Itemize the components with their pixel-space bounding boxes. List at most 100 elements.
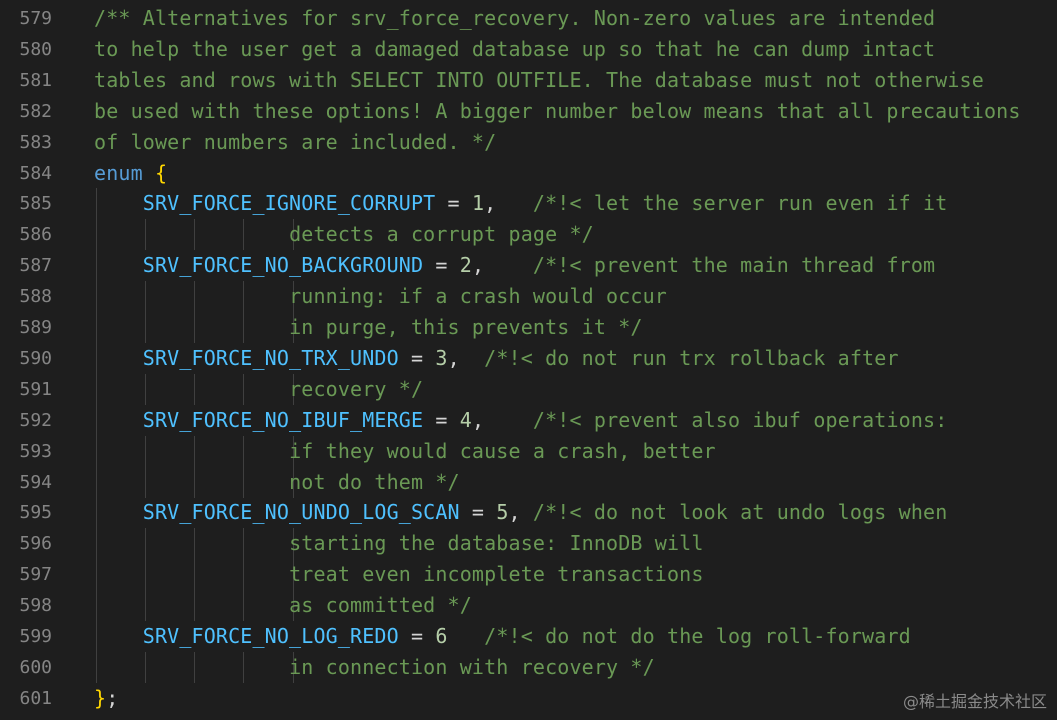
code-text: tables and rows with SELECT INTO OUTFILE… bbox=[94, 65, 984, 96]
indent-guide bbox=[293, 312, 294, 343]
token-op: = bbox=[398, 624, 436, 648]
token-punct bbox=[94, 655, 289, 679]
token-punct bbox=[143, 161, 155, 185]
token-punct bbox=[94, 470, 289, 494]
token-comment: /*!< do not look at undo logs when bbox=[532, 500, 948, 525]
code-line[interactable]: 595 SRV_FORCE_NO_UNDO_LOG_SCAN = 5, /*!<… bbox=[0, 497, 1057, 529]
token-punct: ; bbox=[106, 685, 119, 710]
line-number: 595 bbox=[19, 502, 52, 524]
indent-guide bbox=[96, 435, 97, 467]
code-text: of lower numbers are included. */ bbox=[94, 127, 496, 158]
code-text: SRV_FORCE_NO_IBUF_MERGE = 4, /*!< preven… bbox=[94, 405, 948, 436]
token-comment: to help the user get a damaged database … bbox=[94, 36, 936, 61]
token-comment: /*!< do not do the log roll-forward bbox=[484, 624, 911, 648]
indent-guide bbox=[96, 281, 97, 313]
indent-guide bbox=[96, 590, 97, 622]
code-text: enum { bbox=[94, 158, 167, 189]
indent-guide bbox=[145, 559, 146, 591]
code-text: be used with these options! A bigger num… bbox=[94, 96, 1021, 127]
code-text: SRV_FORCE_NO_UNDO_LOG_SCAN = 5, /*!< do … bbox=[94, 497, 947, 528]
code-line[interactable]: 588 running: if a crash would occur bbox=[0, 281, 1057, 313]
token-const: SRV_FORCE_NO_LOG_REDO bbox=[142, 624, 399, 648]
line-number: 580 bbox=[19, 38, 52, 60]
code-line[interactable]: 579 /** Alternatives for srv_force_recove… bbox=[0, 3, 1057, 34]
token-punct bbox=[448, 624, 485, 648]
indent-guide bbox=[145, 466, 146, 498]
indent-guide bbox=[96, 497, 97, 529]
token-punct bbox=[94, 191, 143, 215]
code-text: starting the database: InnoDB will bbox=[94, 528, 704, 559]
code-line[interactable]: 591 recovery */ bbox=[0, 373, 1057, 405]
indent-guide bbox=[145, 219, 146, 251]
indent-guide bbox=[194, 590, 195, 622]
indent-guide bbox=[243, 590, 244, 622]
code-line[interactable]: 586 detects a corrupt page */ bbox=[0, 219, 1057, 251]
code-text: }; bbox=[94, 683, 118, 714]
token-comment: not do them */ bbox=[289, 469, 460, 494]
indent-guide bbox=[194, 466, 195, 498]
token-punct bbox=[94, 284, 289, 308]
token-op: = bbox=[423, 407, 460, 432]
indent-guide bbox=[293, 281, 294, 313]
indent-guide bbox=[243, 373, 244, 405]
indent-guide bbox=[96, 312, 97, 343]
indent-guide bbox=[96, 621, 97, 652]
token-punct bbox=[94, 439, 289, 463]
code-line[interactable]: 600 in connection with recovery */ bbox=[0, 651, 1057, 683]
token-comment: if they would cause a crash, better bbox=[289, 438, 716, 463]
indent-guide bbox=[194, 281, 195, 313]
code-line[interactable]: 599 SRV_FORCE_NO_LOG_REDO = 6 /*!< do no… bbox=[0, 621, 1057, 652]
line-number: 579 bbox=[19, 8, 52, 29]
line-number: 581 bbox=[19, 69, 52, 91]
code-line[interactable]: 597 treat even incomplete transactions bbox=[0, 559, 1057, 591]
code-line[interactable]: 580 to help the user get a damaged databa… bbox=[0, 34, 1057, 65]
code-line[interactable]: 581 tables and rows with SELECT INTO OUTF… bbox=[0, 65, 1057, 96]
token-const: SRV_FORCE_NO_BACKGROUND bbox=[142, 253, 424, 278]
line-number: 599 bbox=[19, 626, 52, 647]
token-punct bbox=[94, 500, 143, 524]
indent-guide bbox=[96, 404, 97, 436]
token-punct: , bbox=[471, 407, 533, 432]
token-num: 4 bbox=[459, 407, 472, 432]
code-line[interactable]: 590 SRV_FORCE_NO_TRX_UNDO = 3, /*!< do n… bbox=[0, 342, 1057, 374]
code-text: detects a corrupt page */ bbox=[94, 219, 594, 250]
token-comment: recovery */ bbox=[289, 376, 424, 401]
token-comment: starting the database: InnoDB will bbox=[289, 531, 704, 556]
code-line[interactable]: 598 as committed */ bbox=[0, 590, 1057, 622]
code-text: SRV_FORCE_NO_TRX_UNDO = 3, /*!< do not r… bbox=[94, 343, 899, 374]
code-line[interactable]: 593 if they would cause a crash, better bbox=[0, 435, 1057, 467]
token-comment: tables and rows with SELECT INTO OUTFILE… bbox=[94, 67, 984, 92]
code-line[interactable]: 596 starting the database: InnoDB will bbox=[0, 528, 1057, 560]
token-comment: /** Alternatives for srv_force_recovery.… bbox=[94, 6, 936, 30]
token-punct bbox=[94, 408, 143, 432]
token-comment: /*!< prevent the main thread from bbox=[532, 253, 936, 278]
code-line[interactable]: 592 SRV_FORCE_NO_IBUF_MERGE = 4, /*!< pr… bbox=[0, 404, 1057, 436]
indent-guide bbox=[96, 373, 97, 405]
line-number: 592 bbox=[19, 409, 52, 431]
indent-guide bbox=[243, 219, 244, 251]
token-brace: } bbox=[94, 685, 107, 710]
indent-guide bbox=[194, 651, 195, 683]
token-comment: be used with these options! A bigger num… bbox=[94, 98, 1021, 123]
code-text: SRV_FORCE_NO_BACKGROUND = 2, /*!< preven… bbox=[94, 250, 935, 281]
indent-guide bbox=[145, 435, 146, 467]
code-line[interactable]: 594 not do them */ bbox=[0, 466, 1057, 498]
line-number: 591 bbox=[19, 378, 52, 400]
token-punct: , bbox=[484, 191, 533, 216]
indent-guide bbox=[96, 528, 97, 560]
indent-guide bbox=[96, 559, 97, 591]
token-const: SRV_FORCE_IGNORE_CORRUPT bbox=[142, 191, 436, 216]
token-brace: { bbox=[154, 160, 168, 185]
code-line[interactable]: 587 SRV_FORCE_NO_BACKGROUND = 2, /*!< pr… bbox=[0, 250, 1057, 282]
line-number: 585 bbox=[19, 193, 52, 215]
indent-guide bbox=[194, 312, 195, 343]
code-line[interactable]: 601}; bbox=[0, 683, 1057, 714]
code-line[interactable]: 585 SRV_FORCE_IGNORE_CORRUPT = 1, /*!< l… bbox=[0, 188, 1057, 220]
code-line[interactable]: 589 in purge, this prevents it */ bbox=[0, 312, 1057, 343]
token-punct: , bbox=[447, 345, 485, 370]
token-op: = bbox=[398, 345, 436, 370]
